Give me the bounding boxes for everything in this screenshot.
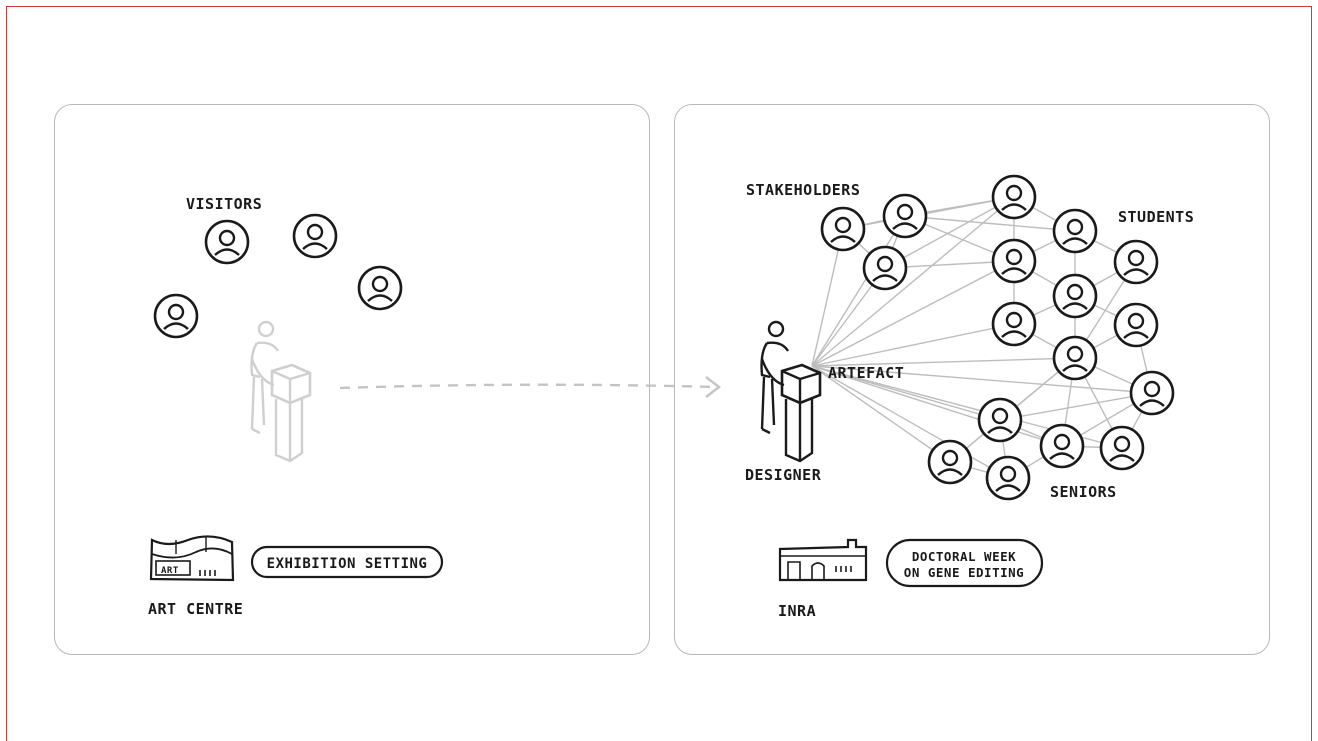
- person-icon: [991, 238, 1037, 284]
- senior-person-icon: [927, 439, 973, 485]
- visitor-person-icon: [153, 293, 199, 339]
- art-centre-label: ART CENTRE: [148, 600, 243, 618]
- senior-person-icon: [1099, 425, 1145, 471]
- doctoral-week-text-line1: DOCTORAL WEEK: [912, 549, 1016, 564]
- stakeholders-label: STAKEHOLDERS: [746, 181, 860, 199]
- stakeholder-person-icon: [820, 206, 866, 252]
- exhibition-setting-badge: [250, 545, 444, 579]
- person-icon: [991, 174, 1037, 220]
- exhibition-setting-text: EXHIBITION SETTING: [267, 556, 428, 572]
- designer-figure-icon: [760, 320, 822, 463]
- student-person-icon: [1052, 208, 1098, 254]
- inra-building-icon: [778, 538, 868, 582]
- student-person-icon: [1113, 239, 1159, 285]
- senior-person-icon: [1039, 423, 1085, 469]
- figure-frame: [6, 6, 1312, 741]
- dashed-arrow-icon: [339, 376, 721, 398]
- art-sign-text: ART: [161, 566, 179, 576]
- student-person-icon: [1113, 302, 1159, 348]
- student-person-icon: [1052, 273, 1098, 319]
- person-icon: [1129, 370, 1175, 416]
- person-icon: [1052, 335, 1098, 381]
- visitor-person-icon: [292, 213, 338, 259]
- doctoral-week-badge: [885, 538, 1044, 588]
- students-label: STUDENTS: [1118, 208, 1194, 226]
- doctoral-week-text-line2: ON GENE EDITING: [904, 565, 1024, 580]
- artefact-label: ARTEFACT: [828, 364, 904, 382]
- visitor-person-icon: [204, 219, 250, 265]
- designer-label: DESIGNER: [745, 466, 822, 484]
- visitor-person-icon: [357, 265, 403, 311]
- network-connections: [811, 196, 1153, 479]
- art-centre-building-icon: ART: [149, 535, 235, 582]
- stakeholder-person-icon: [882, 193, 928, 239]
- inra-label: INRA: [778, 602, 816, 620]
- stakeholder-person-icon: [862, 245, 908, 291]
- seniors-label: SENIORS: [1050, 483, 1117, 501]
- visitors-label: VISITORS: [186, 195, 262, 213]
- person-icon: [991, 301, 1037, 347]
- senior-person-icon: [977, 397, 1023, 443]
- senior-person-icon: [985, 455, 1031, 501]
- faded-designer-figure-icon: [250, 320, 312, 463]
